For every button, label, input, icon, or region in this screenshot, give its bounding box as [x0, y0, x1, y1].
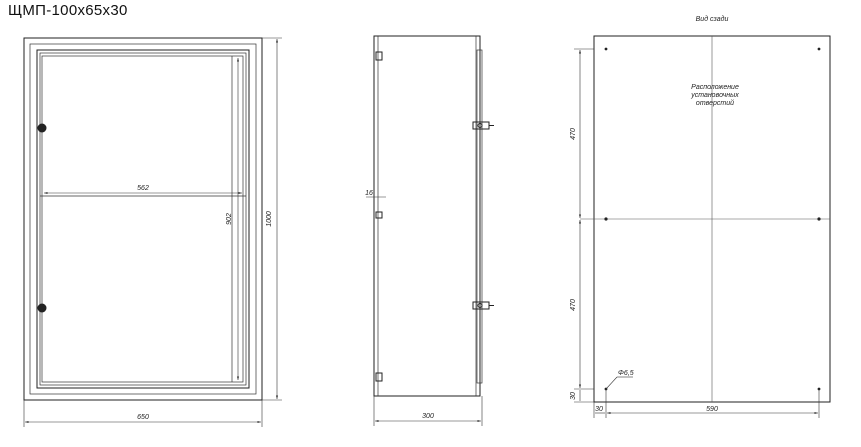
hole-mr-icon — [817, 217, 821, 221]
hinge-bottom-icon — [375, 372, 383, 382]
dim-height: 1000 — [266, 211, 273, 227]
front-view: 562 902 1000 650 — [23, 37, 282, 427]
dim-depth: 300 — [422, 413, 434, 420]
hole-tl-icon — [604, 47, 608, 51]
hole-diameter: Φ6,5 — [618, 370, 634, 377]
back-view: Вид сзади Расположение установочных отве… — [570, 15, 831, 418]
note-line-1: Расположение — [691, 84, 739, 91]
cabinet-frame-inner — [29, 43, 257, 395]
door-panel — [41, 55, 244, 383]
drawing-title: ЩМП-100х65х30 — [8, 2, 128, 19]
bolt-bottom-icon — [472, 301, 494, 310]
side-body — [373, 35, 481, 397]
door-outer — [36, 49, 250, 389]
cabinet-outer-frame — [23, 37, 263, 401]
dim-width: 650 — [137, 414, 149, 421]
hinge-middle-icon — [375, 211, 383, 219]
dim-lower: 470 — [570, 299, 577, 311]
hole-ml-icon — [604, 217, 608, 221]
side-back-lip — [476, 49, 483, 384]
lock-top-icon — [37, 123, 47, 133]
view-label: Вид сзади — [696, 15, 729, 23]
hole-leader — [605, 376, 618, 390]
hole-tr-icon — [817, 47, 821, 51]
dim-inner-width: 562 — [137, 185, 149, 192]
door-inner — [39, 52, 247, 386]
dim-inner-height: 902 — [226, 213, 233, 225]
lock-bottom-icon — [37, 303, 47, 313]
dim-upper: 470 — [570, 128, 577, 140]
dim-bottom: 30 — [570, 392, 577, 400]
bolt-top-icon — [472, 121, 494, 130]
dim-left: 30 — [595, 406, 603, 413]
dim-width: 590 — [706, 406, 718, 413]
hinge-top-icon — [375, 51, 383, 61]
dim-offset: 16 — [365, 190, 373, 197]
side-view: 16 300 — [365, 35, 494, 426]
note-line-3: отверстий — [696, 99, 734, 107]
note-line-2: установочных — [690, 92, 739, 99]
